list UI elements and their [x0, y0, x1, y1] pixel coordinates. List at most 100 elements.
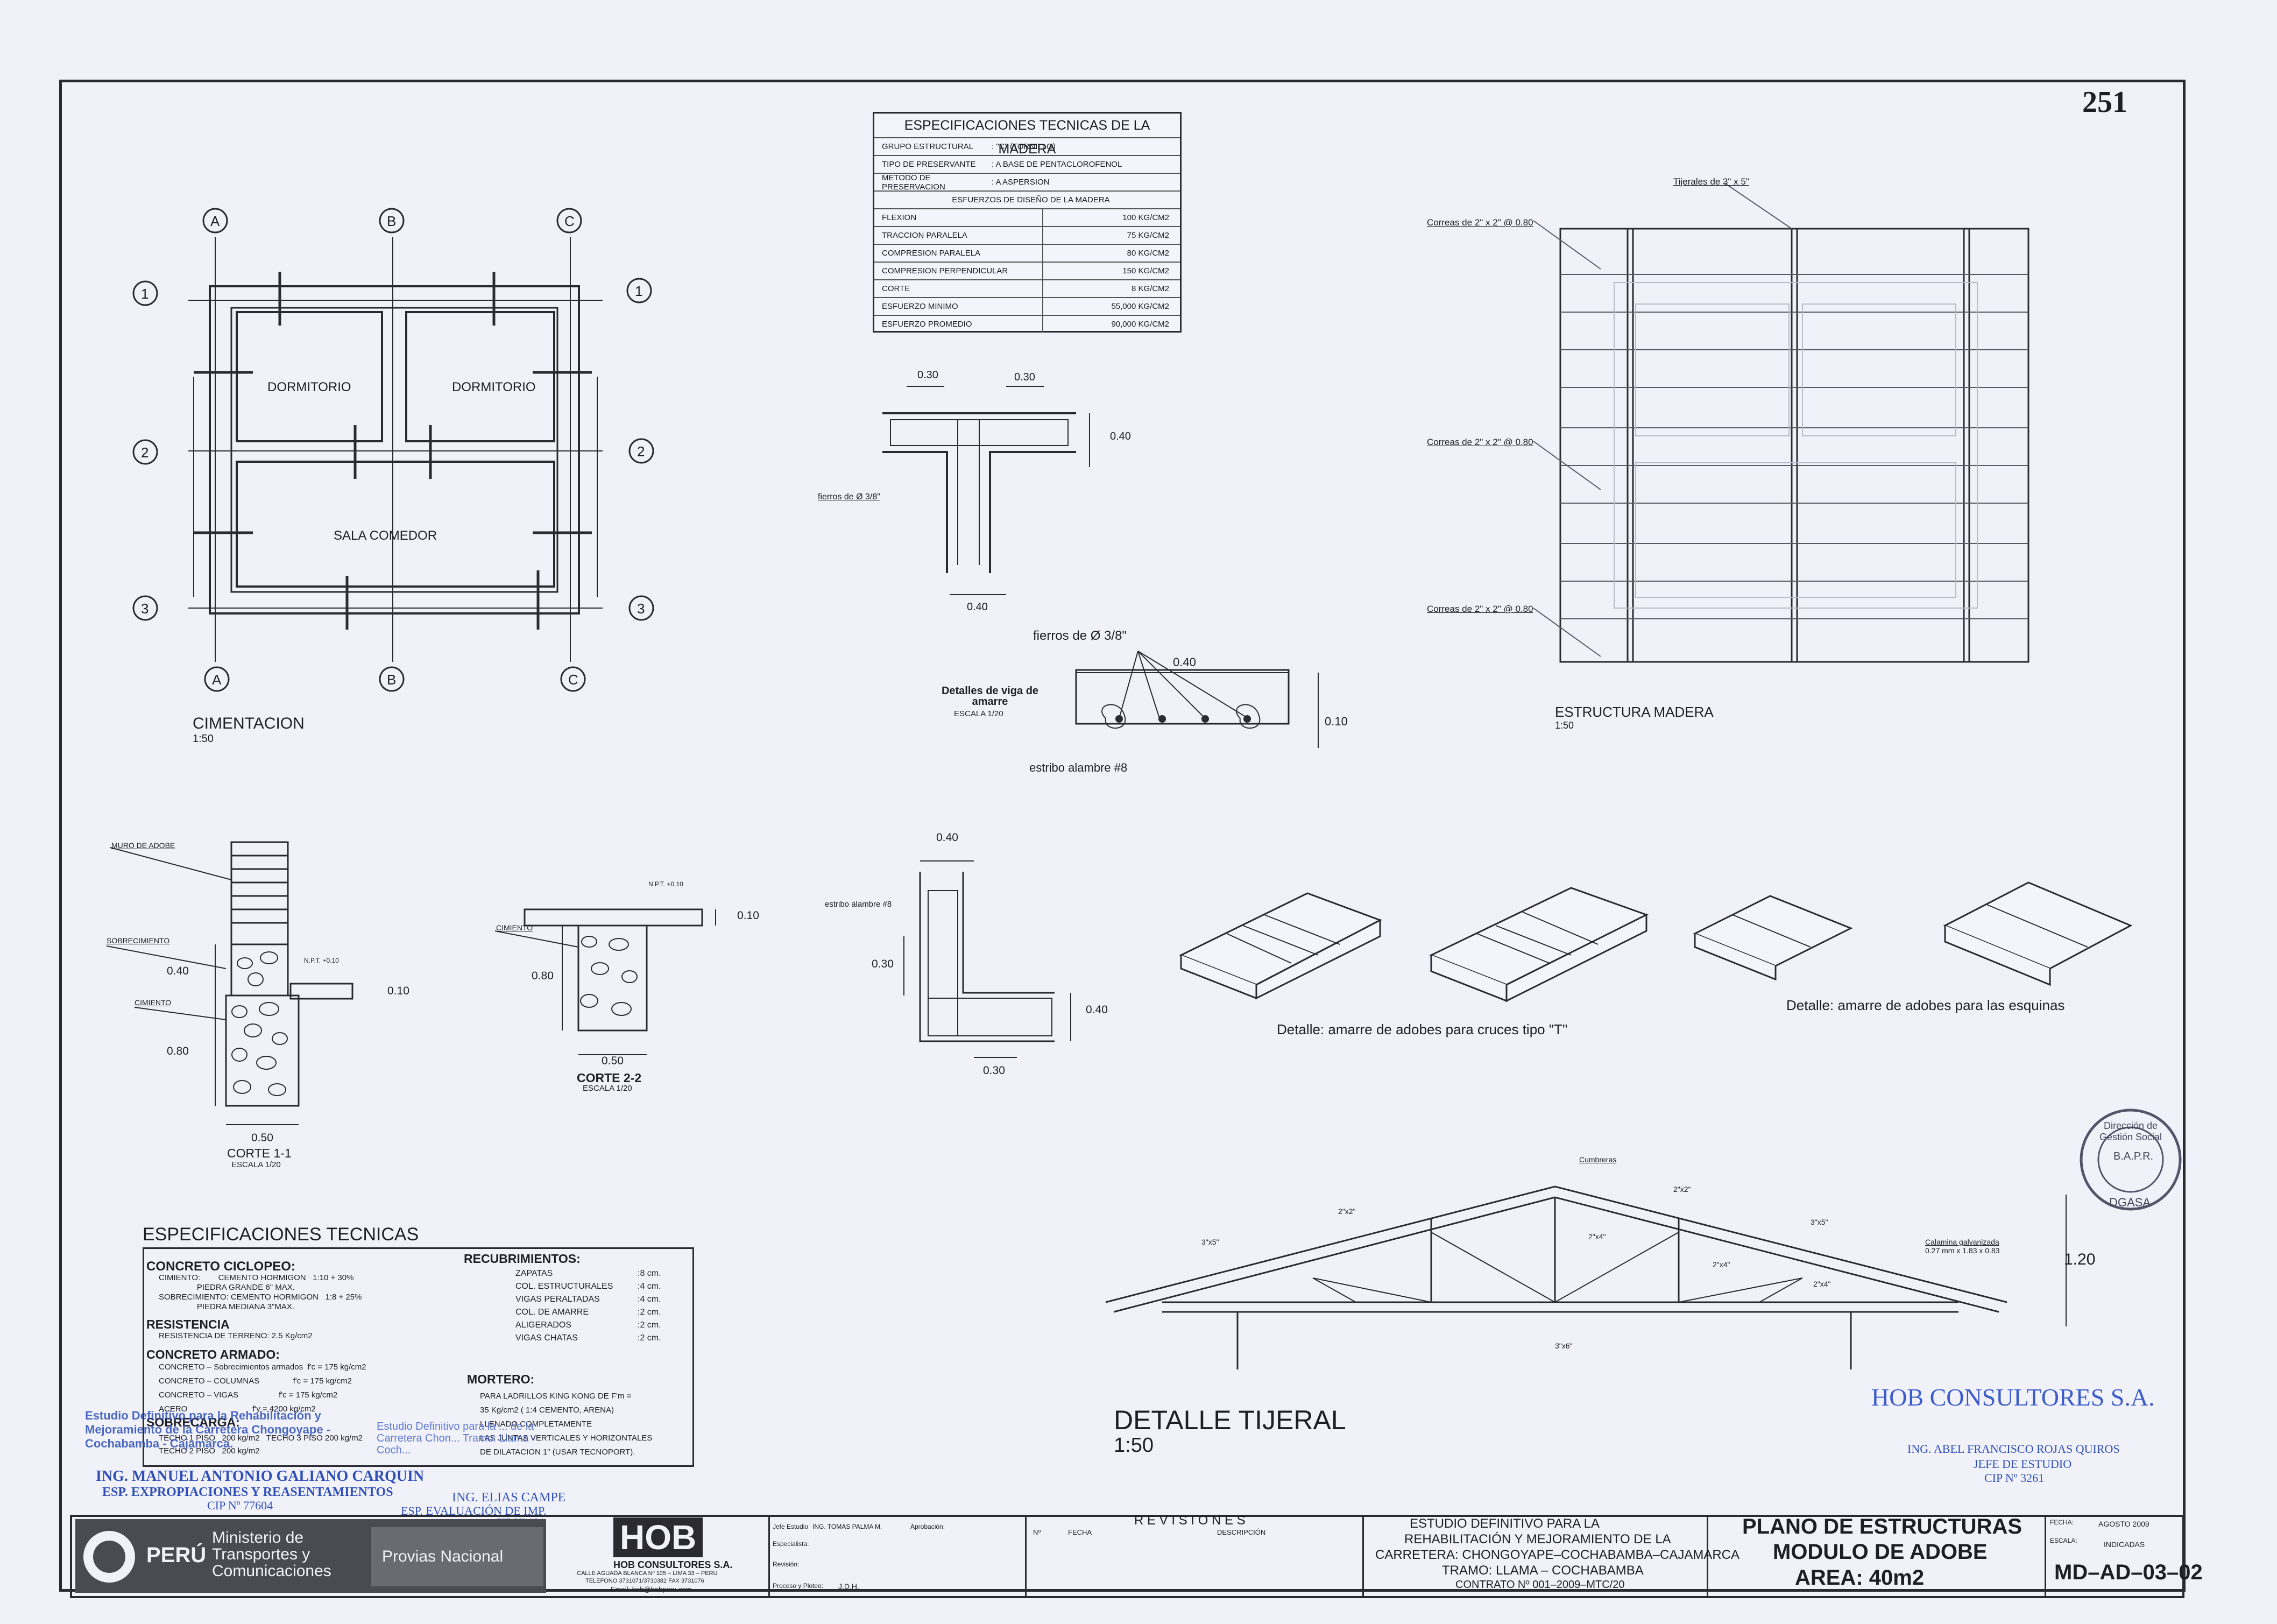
- study-line-2: REHABILITACIÓN Y MEJORAMIENTO DE LA: [1404, 1532, 1671, 1547]
- scale-label: ESCALA:: [2050, 1537, 2077, 1544]
- ca-line-2: CONCRETO – COLUMNAS f'c = 175 kg/cm2: [159, 1376, 352, 1386]
- axis-label-a-top: A: [210, 213, 220, 229]
- truss-sheet-dims: 0.27 mm x 1.83 x 0.83: [1925, 1246, 2000, 1255]
- stress-value: 90,000 KG/CM2: [1042, 316, 1180, 333]
- wood-structure-scale: 1:50: [1555, 720, 1574, 731]
- ca-line-4: ACERO f'y = 4200 kg/cm2: [159, 1404, 316, 1414]
- stamp-study-left: Estudio Definitivo para la Rehabilitació…: [85, 1409, 330, 1450]
- rev-header-no: Nº: [1033, 1528, 1041, 1536]
- revisions-box: [1025, 1515, 1364, 1598]
- plan-title-3: AREA: 40m2: [1795, 1566, 1925, 1590]
- axis-label-2-left: 2: [141, 444, 149, 461]
- beam-dim-height: 0.40: [1110, 430, 1131, 442]
- drawing-frame: [59, 80, 2186, 1592]
- spec-value: : A ASPERSION: [992, 178, 1050, 187]
- ca-line-3: CONCRETO – VIGAS f'c = 175 kg/cm2: [159, 1390, 338, 1400]
- cyclopean-heading: CONCRETO CICLOPEO:: [146, 1259, 295, 1274]
- jefe-label: Jefe Estudio: [773, 1523, 809, 1530]
- stress-value: 8 KG/CM2: [1042, 280, 1180, 297]
- study-line-5: CONTRATO Nº 001–2009–MTC/20: [1455, 1579, 1625, 1591]
- section2-dim-080: 0.80: [532, 970, 554, 982]
- cover-label: COL. DE AMARRE: [515, 1308, 589, 1317]
- truss-label-3x5-left: 3"x5": [1201, 1238, 1219, 1246]
- cover-label: VIGAS PERALTADAS: [515, 1295, 600, 1304]
- stress-label: FLEXION: [882, 213, 917, 222]
- cover-value: :2 cm.: [638, 1308, 661, 1317]
- beam-dim-width-2: 0.30: [1014, 371, 1035, 383]
- specs-box: [143, 1247, 694, 1467]
- axis-label-3-left: 3: [141, 601, 149, 617]
- truss-label-3x5-right: 3"x5": [1811, 1218, 1828, 1226]
- spec-label: GRUPO ESTRUCTURAL: [882, 142, 974, 151]
- date-label: FECHA:: [2050, 1519, 2074, 1526]
- country-label: PERÚ: [146, 1543, 207, 1567]
- strap-label-1: Correas de 2" x 2" @ 0.80: [1427, 217, 1533, 228]
- plan-title-1: PLANO DE ESTRUCTURAS: [1742, 1515, 2023, 1538]
- truss-label-2x2-left: 2"x2": [1338, 1207, 1356, 1216]
- tie-beam-stirrup: estribo alambre #8: [1029, 761, 1128, 774]
- truss-sheet-label: Calamina galvanizada: [1925, 1238, 1999, 1246]
- cover-value: :4 cm.: [638, 1295, 661, 1304]
- section1-dim-080: 0.80: [167, 1045, 189, 1057]
- truss-label-2x2-right: 2"x2": [1673, 1185, 1691, 1194]
- foundation-label: CIMIENTO: [135, 998, 172, 1007]
- date-value: AGOSTO 2009: [2098, 1520, 2149, 1528]
- tie-beam-title: Detalles de viga de amarre: [941, 685, 1039, 708]
- stress-value: 55,000 KG/CM2: [1042, 298, 1180, 315]
- beam-dim-bottom: 0.40: [967, 601, 988, 613]
- stress-label: CORTE: [882, 284, 910, 293]
- section1-dim-040: 0.40: [167, 965, 189, 977]
- truss-label-2x4-b: 2"x4": [1713, 1260, 1730, 1269]
- seal-text: Dirección de Gestión Social: [2099, 1120, 2162, 1142]
- section1-dim-050: 0.50: [251, 1132, 273, 1144]
- hob-company-name: HOB CONSULTORES S.A.: [613, 1559, 733, 1570]
- cover-value: :2 cm.: [638, 1321, 661, 1330]
- tie-beam-dim-010: 0.10: [1325, 715, 1348, 728]
- process-label: Proceso y Ploteo:: [773, 1582, 824, 1590]
- stress-label: COMPRESION PARALELA: [882, 249, 981, 258]
- cc-line-4: PIEDRA MEDIANA 3"MAX.: [159, 1302, 295, 1311]
- stamp-hob-signature: ING. ABEL FRANCISCO ROJAS QUIROS: [1907, 1442, 2120, 1456]
- stress-value: 150 KG/CM2: [1042, 263, 1180, 279]
- ministry-label: Ministerio de Transportes y Comunicacion…: [212, 1529, 331, 1580]
- resistance-line: RESISTENCIA DE TERRENO: 2.5 Kg/cm2: [159, 1331, 313, 1340]
- reviewer-label: Revisión:: [773, 1561, 800, 1568]
- spec-label: TIPO DE PRESERVANTE: [882, 160, 976, 169]
- study-line-3: CARRETERA: CHONGOYAPE–COCHABAMBA–CAJAMAR…: [1375, 1548, 1740, 1562]
- hob-phone: TELEFONO 3731071/3730382 FAX 3731076: [585, 1578, 704, 1584]
- truss-ridge-label: Cumbreras: [1579, 1155, 1617, 1164]
- beam-rebar-label: fierros de Ø 3/8": [818, 492, 880, 502]
- reinforced-heading: CONCRETO ARMADO:: [146, 1347, 280, 1361]
- drawing-code: MD–AD–03–02: [2054, 1561, 2203, 1584]
- axis-label-b-bottom: B: [387, 672, 397, 688]
- seal-acronym: DGASA: [2109, 1196, 2151, 1209]
- cover-label: ZAPATAS: [515, 1269, 553, 1278]
- axis-label-c-bottom: C: [568, 672, 578, 688]
- adobe-wall-label: MURO DE ADOBE: [111, 841, 175, 850]
- hob-logo: HOB: [613, 1517, 703, 1557]
- staff-box: [768, 1515, 1027, 1598]
- corner-dim-030-side: 0.30: [872, 958, 894, 970]
- section2-title: CORTE 2-2: [577, 1071, 642, 1085]
- overfoundation-label: SOBRECIMIENTO: [107, 936, 170, 945]
- scale-value: INDICADAS: [2104, 1540, 2145, 1549]
- section2-foundation-label: CIMIENTO: [496, 923, 533, 932]
- revisions-title: R E V I S I O N E S: [1134, 1513, 1246, 1528]
- spec-value: : A BASE DE PENTACLOROFENOL: [992, 160, 1122, 169]
- section2-npt: N.P.T. +0.10: [648, 880, 683, 888]
- section1-npt: N.P.T. +0.10: [304, 957, 339, 964]
- strap-label-2: Correas de 2" x 2" @ 0.80: [1427, 437, 1533, 447]
- hob-email: Email: hob@hobperu.com: [611, 1585, 692, 1593]
- seal-inner: B.A.P.R.: [2113, 1150, 2154, 1162]
- cover-value: :2 cm.: [638, 1333, 661, 1343]
- stamp-signature-1-role: ESP. EXPROPIACIONES Y REASENTAMIENTOS: [102, 1485, 393, 1499]
- process-value: J.D.H.: [838, 1582, 859, 1591]
- tie-label: Tijerales de 3" x 5": [1673, 176, 1749, 187]
- section1-dim-010: 0.10: [387, 985, 409, 997]
- axis-label-2-right: 2: [637, 443, 645, 460]
- stress-label: ESFUERZO MINIMO: [882, 302, 958, 311]
- cover-value: :8 cm.: [638, 1269, 661, 1278]
